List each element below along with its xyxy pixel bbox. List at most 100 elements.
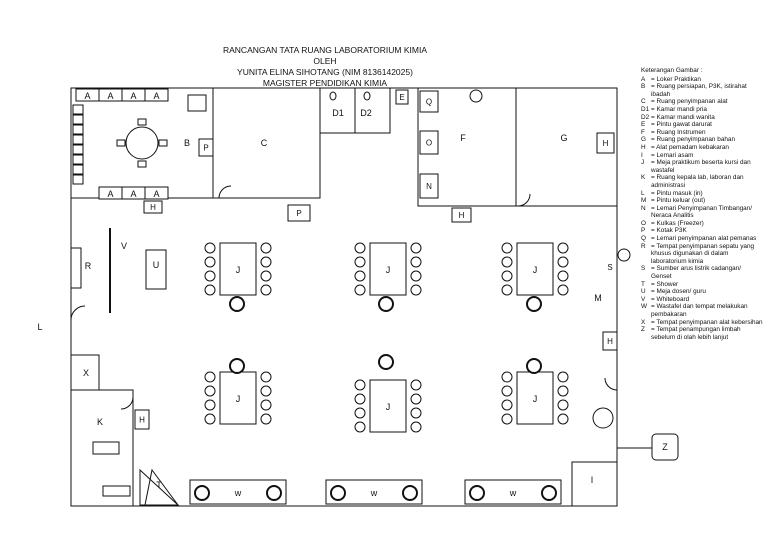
- stool: [354, 421, 366, 433]
- toilet: [329, 91, 337, 101]
- locker-label: A: [153, 189, 159, 199]
- legend-text: = Ruang kepala lab, laboran dan administ…: [651, 174, 744, 189]
- legend-key: X: [641, 318, 646, 326]
- legend-item: D1= Kamar mandi pria: [641, 106, 763, 114]
- locker-box: [144, 186, 169, 200]
- lab-table-label: J: [533, 394, 538, 404]
- legend-item: B= Ruang persiapan, P3K, istirahat ibada…: [641, 83, 763, 98]
- plan-author: YUNITA ELINA SIHOTANG (NIM 8136142025): [237, 67, 413, 77]
- teacher-desk: [145, 249, 167, 290]
- legend-item: M= Pintu keluar (out): [641, 197, 763, 205]
- label-e: E: [399, 93, 404, 102]
- shoe-shelf: [70, 247, 82, 289]
- legend-text: = Kamar mandi pria: [651, 105, 707, 113]
- legend-item: U= Meja dosen/ guru: [641, 288, 763, 296]
- wastafel-label: w: [370, 488, 378, 498]
- label-e-box: [395, 89, 409, 105]
- label-room-c: C: [261, 138, 268, 148]
- stool: [557, 242, 569, 254]
- label-h-k-box: [134, 409, 150, 430]
- legend-key: J: [641, 159, 645, 167]
- label-k: K: [97, 417, 103, 427]
- legend-key: B: [641, 83, 646, 91]
- stool: [410, 407, 422, 419]
- legend-item: H= Alat pemadam kebakaran: [641, 144, 763, 152]
- door-arc-entrance: [70, 305, 86, 321]
- stool: [501, 256, 513, 268]
- stool: [501, 284, 513, 296]
- legend-key: G: [641, 136, 646, 144]
- legend-text: = Kamar mandi wanita: [651, 113, 715, 121]
- toilet: [363, 91, 371, 101]
- plan-program: MAGISTER PENDIDIKAN KIMIA: [262, 78, 388, 88]
- label-t: T: [156, 480, 162, 490]
- stool: [557, 284, 569, 296]
- wastafel-label: w: [509, 488, 517, 498]
- stool: [260, 385, 272, 397]
- legend-key: L: [641, 189, 645, 197]
- room-k-wall: [70, 389, 134, 507]
- wastafel-label: w: [234, 488, 242, 498]
- label-h-exit-box: [602, 331, 618, 351]
- chair: [116, 139, 126, 147]
- legend-key: C: [641, 98, 646, 106]
- legend-text: = Kulkas (Freezer): [651, 219, 704, 227]
- stool: [557, 371, 569, 383]
- stool: [354, 407, 366, 419]
- label-q-box: [419, 90, 439, 113]
- stool: [260, 371, 272, 383]
- legend-item: G= Ruang penyimpanan bahan: [641, 136, 763, 144]
- legend-item: J= Meja praktikum beserta kursi dan wast…: [641, 159, 763, 174]
- stool: [354, 242, 366, 254]
- stool: [260, 284, 272, 296]
- stool: [204, 270, 216, 282]
- legend-text: = Loker Praktikan: [651, 75, 701, 83]
- legend-key: O: [641, 219, 646, 227]
- stool: [204, 413, 216, 425]
- legend-key: W: [641, 303, 648, 311]
- stool: [260, 270, 272, 282]
- stool: [501, 399, 513, 411]
- legend-key: V: [641, 295, 646, 303]
- legend-key: K: [641, 174, 646, 182]
- legend-item: T= Shower: [641, 281, 763, 289]
- locker-label: A: [130, 91, 136, 101]
- legend-text: = Lemari penyimpanan alat pemanas: [651, 235, 757, 243]
- stool: [557, 270, 569, 282]
- label-r: R: [85, 261, 92, 271]
- legend-text: = Tempat penyimpanan alat kebersihan: [651, 318, 763, 326]
- stool: [260, 413, 272, 425]
- label-p: P: [203, 144, 208, 153]
- legend-text: = Sumber arus listrik cadangan/ Genset: [651, 265, 742, 281]
- stool: [410, 242, 422, 254]
- legend-text: = Wastafel dan tempat melakukan pembakar…: [651, 303, 748, 318]
- legend-item: S= Sumber arus listrik cadangan/ Genset: [641, 265, 763, 280]
- legend-text: = Whiteboard: [651, 295, 690, 303]
- stool: [260, 256, 272, 268]
- shelf-unit: [72, 114, 84, 125]
- door-arc-exit: [604, 377, 618, 391]
- legend-key: Q: [641, 235, 646, 243]
- lab-table: [516, 371, 554, 425]
- plan-title: RANCANGAN TATA RUANG LABORATORIUM KIMIA: [222, 45, 428, 55]
- legend-text: = Ruang Instrumen: [651, 128, 706, 136]
- waste-tank: [651, 433, 679, 461]
- legend-key: Z: [641, 326, 645, 334]
- stool: [501, 371, 513, 383]
- legend-text: = Meja dosen/ guru: [651, 288, 706, 296]
- legend-key: R: [641, 242, 646, 250]
- label-h-g-box: [596, 132, 615, 154]
- legend-key: H: [641, 143, 646, 151]
- legend-key: M: [641, 197, 647, 205]
- stool: [410, 421, 422, 433]
- genset-symbol: [617, 248, 631, 262]
- door-arc-c: [218, 185, 232, 199]
- chair: [137, 118, 147, 126]
- label-h-f: H: [459, 211, 465, 220]
- plan-title-by: OLEH: [313, 56, 337, 66]
- stool: [410, 270, 422, 282]
- burner: [469, 485, 485, 501]
